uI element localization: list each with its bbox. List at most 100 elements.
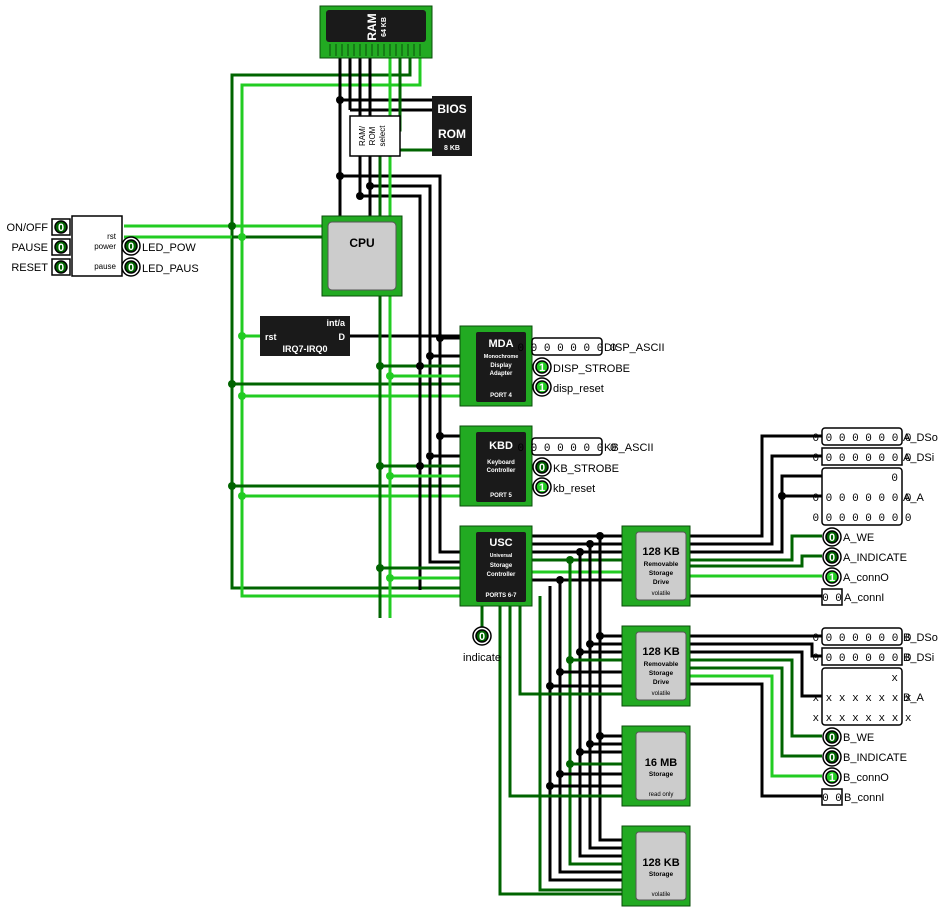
ram-size: 64 KB	[381, 17, 388, 37]
drive-b-line2: Storage	[649, 670, 674, 677]
drive-a-line1: Removable	[644, 561, 679, 568]
onoff-value: 0	[58, 222, 64, 234]
kb-ascii-label: KB_ASCII	[604, 442, 654, 454]
disk-128kb-chip[interactable]: 128 KB Storage volatile	[621, 825, 691, 907]
input-pause[interactable]: PAUSE 0	[12, 238, 71, 256]
reset-value: 0	[58, 262, 64, 274]
usc-title: USC	[489, 537, 512, 549]
disk128-size: 128 KB	[642, 857, 679, 869]
a-conni-input[interactable]: 0 0 A_connI	[821, 588, 884, 606]
a-dsi-label: A_DSi	[903, 452, 934, 464]
power-controller[interactable]: rst power pause	[71, 215, 123, 277]
disp-reset-value: 1	[539, 382, 545, 394]
drive-b-foot: volatile	[652, 691, 671, 697]
b-conni-label: B_connI	[844, 792, 884, 804]
drive-a-line3: Drive	[653, 579, 670, 586]
a-conno-value: 1	[829, 572, 835, 584]
a-dsi-value: 0 0 0 0 0 0 0 0	[812, 453, 911, 465]
a-dsi-input[interactable]: 0 0 0 0 0 0 0 0 A_DSi	[812, 447, 934, 466]
bios-rom-chip[interactable]: BIOS ROM 8 KB	[432, 96, 472, 156]
b-dsi-label: B_DSi	[903, 652, 934, 664]
led-paus: 0 LED_PAUS	[121, 257, 199, 277]
indicate-value: 0	[479, 631, 485, 643]
kb-ascii-input[interactable]: 0 0 0 0 0 0 0 0 KB_ASCII	[517, 437, 654, 456]
a-we-output: 0 A_WE	[822, 527, 874, 547]
b-conno-output: 1 B_connO	[822, 767, 889, 787]
rom-title: ROM	[438, 127, 466, 141]
cpu-title: CPU	[349, 236, 374, 250]
ram-chip[interactable]: RAM 64 KB	[319, 5, 433, 59]
led-pow-label: LED_POW	[142, 242, 196, 254]
drive-b-chip[interactable]: 128 KB Removable Storage Drive volatile	[621, 625, 691, 707]
kb-reset-label: kb_reset	[553, 483, 595, 495]
disp-ascii-label: DISP_ASCII	[604, 342, 665, 354]
usc-line3: Controller	[487, 572, 516, 578]
reset-label: RESET	[11, 262, 48, 274]
b-conno-value: 1	[829, 772, 835, 784]
mda-chip[interactable]: MDA Monochrome Display Adapter PORT 4	[459, 325, 533, 407]
cpu-chip[interactable]: CPU	[321, 215, 403, 297]
a-indicate-label: A_INDICATE	[843, 552, 907, 564]
b-dsi-input[interactable]: 0 0 0 0 0 0 0 0 B_DSi	[812, 647, 934, 666]
irq-controller[interactable]: rst int/a D IRQ7-IRQ0	[260, 316, 350, 356]
usc-line2: Storage	[490, 563, 513, 569]
kb-reset-value: 1	[539, 482, 545, 494]
disk-16mb-chip[interactable]: 16 MB Storage read only	[621, 725, 691, 807]
b-conni-input[interactable]: 0 0 B_connI	[821, 788, 884, 806]
kb-strobe-label: KB_STROBE	[553, 463, 619, 475]
a-conni-value: 0 0	[822, 593, 842, 605]
led-paus-value: 0	[128, 262, 134, 274]
a-conno-label: A_connO	[843, 572, 889, 584]
b-conno-label: B_connO	[843, 772, 889, 784]
b-conni-value: 0 0	[822, 793, 842, 805]
drive-a-chip[interactable]: 128 KB Removable Storage Drive volatile	[621, 525, 691, 607]
kbd-line2: Controller	[487, 468, 516, 474]
b-indicate-value: 0	[829, 752, 835, 764]
kb-strobe-input[interactable]: 0 KB_STROBE	[532, 457, 619, 477]
disk128-line1: Storage	[649, 871, 674, 878]
power-rst-pin: rst	[107, 232, 117, 241]
ram-rom-selector[interactable]: RAM/ ROM select	[349, 115, 401, 157]
rom-size: 8 KB	[444, 145, 460, 152]
b-dso-value: 0 0 0 0 0 0 0 0	[812, 633, 911, 645]
usc-port: PORTS 6-7	[485, 593, 517, 599]
disp-strobe-output: 1 DISP_STROBE	[532, 357, 630, 377]
kb-strobe-value: 0	[539, 462, 545, 474]
a-we-value: 0	[829, 532, 835, 544]
mda-title: MDA	[488, 338, 513, 350]
a-conno-output: 1 A_connO	[822, 567, 889, 587]
a-we-label: A_WE	[843, 532, 874, 544]
kbd-line1: Keyboard	[487, 460, 515, 466]
drive-b-line1: Removable	[644, 661, 679, 668]
drive-b-size: 128 KB	[642, 646, 679, 658]
a-addr-row1: 0	[891, 473, 898, 485]
b-we-label: B_WE	[843, 732, 874, 744]
input-reset[interactable]: RESET 0	[11, 258, 71, 276]
disp-strobe-label: DISP_STROBE	[553, 363, 630, 375]
disp-reset-label: disp_reset	[553, 383, 604, 395]
kb-reset-output: 1 kb_reset	[532, 477, 595, 497]
disk16-foot: read only	[649, 792, 674, 798]
mda-line1: Monochrome	[484, 354, 519, 360]
disp-reset-output: 1 disp_reset	[532, 377, 604, 397]
a-addr-row2: 0 0 0 0 0 0 0 0	[812, 493, 911, 505]
bios-title: BIOS	[437, 102, 466, 116]
kbd-title: KBD	[489, 440, 513, 452]
led-pow: 0 LED_POW	[121, 236, 196, 256]
b-addr-row3: x x x x x x x x	[812, 713, 911, 725]
usc-line1: Universal	[490, 553, 513, 559]
drive-a-line2: Storage	[649, 570, 674, 577]
a-addr-label: A_A	[903, 492, 924, 504]
input-onoff[interactable]: ON/OFF 0	[6, 218, 71, 236]
usc-chip[interactable]: USC Universal Storage Controller PORTS 6…	[459, 525, 533, 607]
b-indicate-label: B_INDICATE	[843, 752, 907, 764]
kbd-chip[interactable]: KBD Keyboard Controller PORT 5	[459, 425, 533, 507]
pause-pin: pause	[94, 262, 116, 271]
a-dso-output: 0 0 0 0 0 0 0 0 A_DSo	[812, 427, 938, 446]
irq-rst-pin: rst	[265, 332, 277, 342]
led-paus-label: LED_PAUS	[142, 263, 199, 275]
disp-ascii-output: 0 0 0 0 0 0 0 0 DISP_ASCII	[517, 337, 665, 356]
pause-value: 0	[58, 242, 64, 254]
b-dso-output: 0 0 0 0 0 0 0 0 B_DSo	[812, 627, 938, 646]
